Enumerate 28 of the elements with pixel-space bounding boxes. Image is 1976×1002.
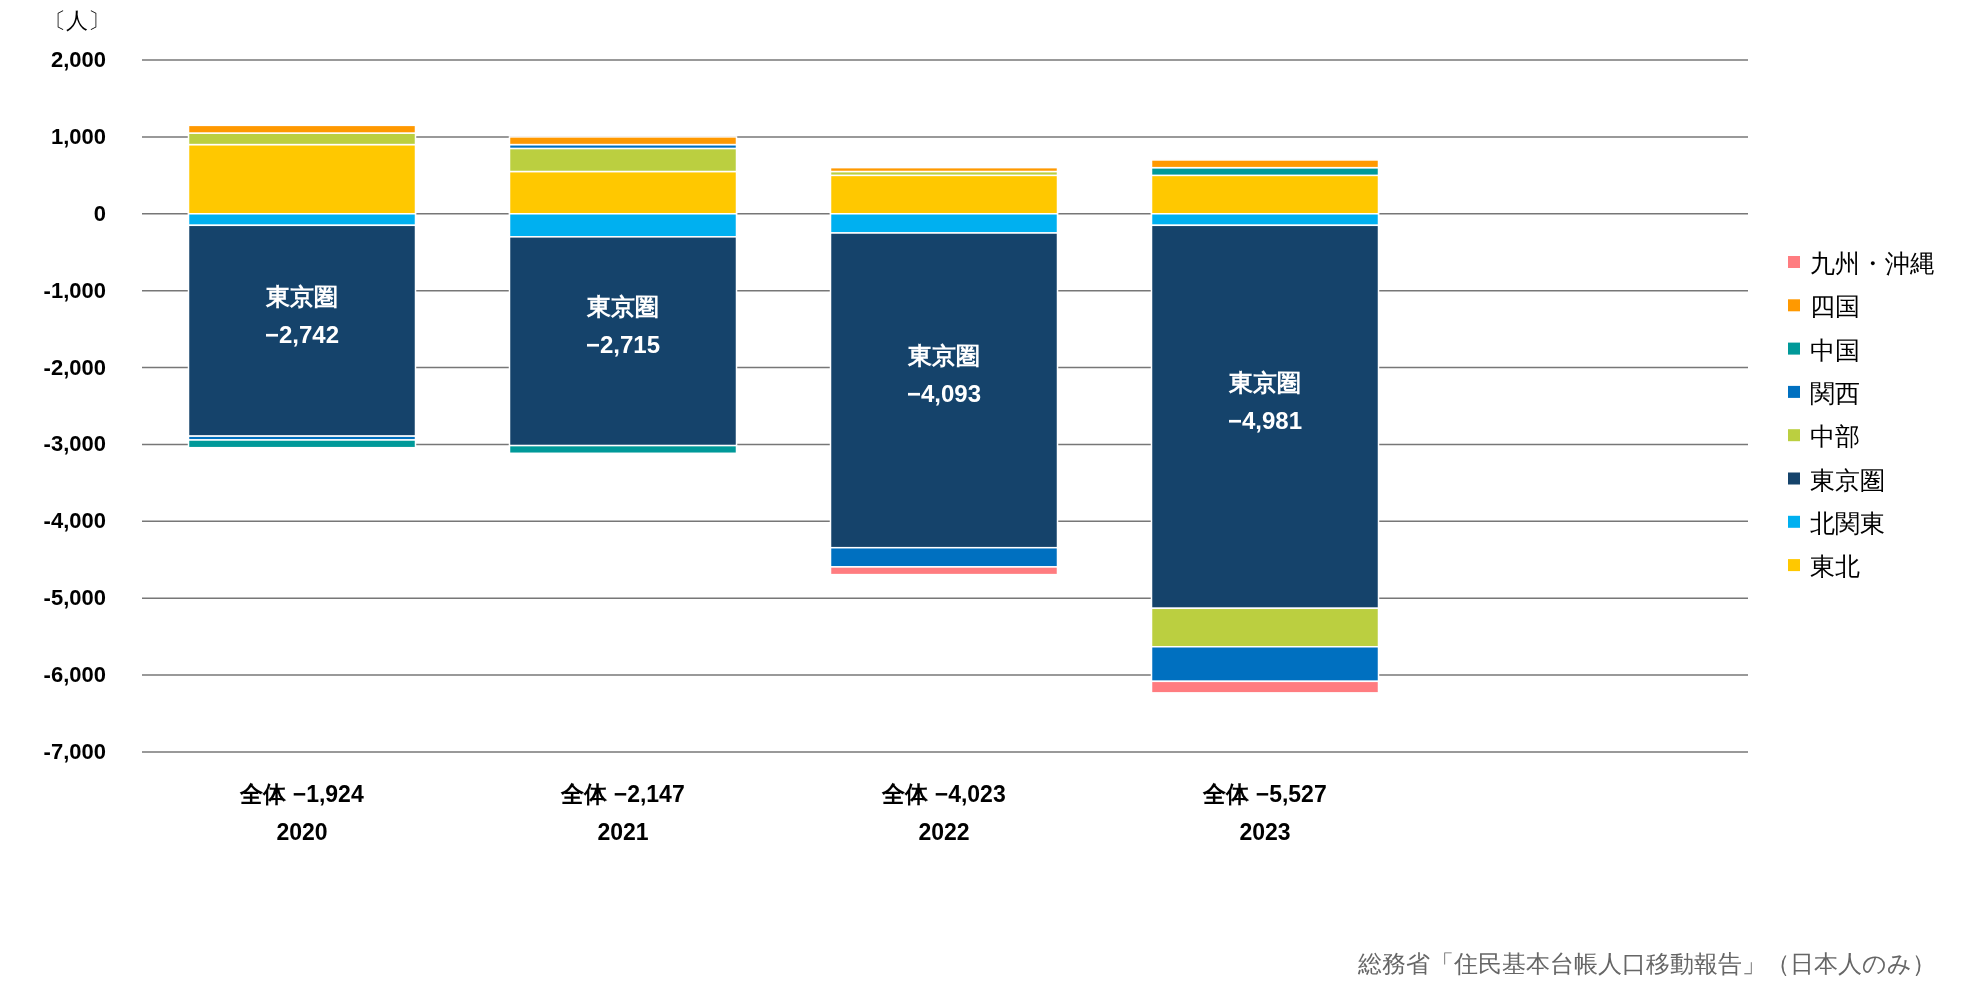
legend-label: 四国 [1810,291,1860,323]
category-label: 全体 −4,023 2022 [882,780,1006,847]
data-label: 東京圏 −4,093 [905,341,983,410]
source-note: 総務省「住民基本台帳人口移動報告」（日本人のみ） [1358,949,1936,979]
data-label: 東京圏 −4,981 [1226,367,1304,436]
data-label: 東京圏 −2,715 [584,292,662,361]
legend-label: 東京圏 [1810,464,1885,496]
axis-tick-label: -7,000 [42,739,106,765]
category-label: 全体 −5,527 2023 [1203,780,1327,847]
axis-tick-label: -1,000 [42,277,106,304]
legend-label: 中国 [1810,334,1860,366]
axis-tick-label: -5,000 [42,585,106,612]
axis-tick-label: -2,000 [42,354,106,381]
axis-tick-label: -4,000 [42,508,106,535]
legend-label: 東北 [1810,551,1860,583]
data-label: 東京圏 −2,742 [263,281,341,350]
axis-tick-label: 1,000 [49,123,106,150]
legend-label: 九州・沖縄 [1810,248,1935,279]
axis-tick-label: -3,000 [42,431,106,458]
legend-label: 中部 [1810,421,1860,453]
axis-tick-label: -6,000 [42,662,106,689]
legend-label: 関西 [1810,377,1860,409]
axis-tick-label: 0 [92,200,106,227]
category-label: 全体 −1,924 2020 [240,780,364,847]
axis-tick-label: 2,000 [49,47,106,73]
category-label: 全体 −2,147 2021 [561,780,685,847]
legend-label: 北関東 [1810,507,1885,539]
axis-title: 〔人〕 [44,7,110,35]
